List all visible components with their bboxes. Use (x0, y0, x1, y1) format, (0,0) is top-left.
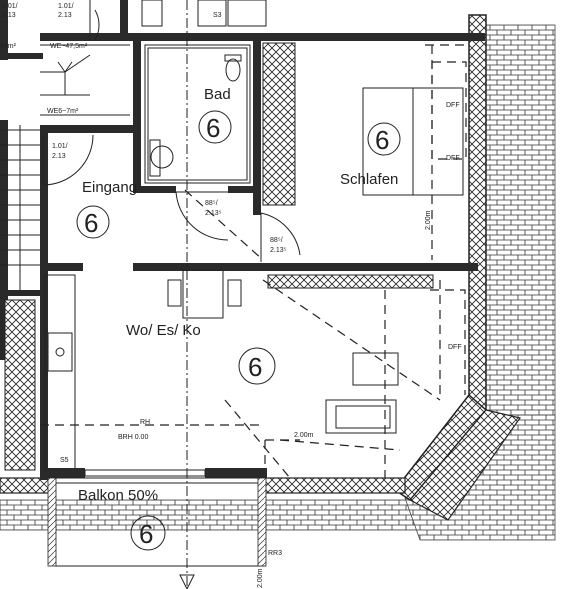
room-number-balkon: 6 (139, 519, 153, 549)
bad-bottom-wall (133, 186, 176, 193)
brick-pavement-bottom (0, 499, 421, 531)
dashed-roofline-9 (279, 439, 401, 451)
room-number-circle-wohnen (238, 347, 276, 385)
dashed-roofline-4 (430, 289, 466, 395)
top-wall-left (0, 0, 8, 60)
dashed-roofline-1 (184, 189, 264, 261)
area-we-small: WE6~7m² (47, 108, 79, 115)
shaft-s3 (197, 0, 227, 27)
area-left: 44m² (0, 43, 17, 50)
dim-door-left-2: 2.13 (52, 153, 66, 160)
bad-bottom-wall-r (228, 186, 261, 193)
dim-door-left-1: 1.01/ (52, 143, 68, 150)
balkon-rail-left (47, 477, 57, 567)
dim-top-mid-2: 2.13 (58, 12, 72, 19)
landing-top-left (40, 0, 130, 116)
room-number-wohnen: 6 (248, 352, 262, 382)
room-number-circle-bad (198, 110, 232, 144)
mid-wall-left (43, 263, 83, 271)
dim-top-left-1: 1.01/ (2, 3, 18, 10)
dashed-roofline-8 (224, 399, 291, 479)
dining-table (167, 269, 242, 319)
dim-bottom: 2.00m (257, 568, 264, 588)
wohnen-cabinet-strip (267, 274, 434, 289)
hall-top-wall (43, 125, 138, 133)
label-brh: BRH 0.00 (118, 434, 148, 441)
stub-wall-top (120, 0, 128, 40)
stairs (0, 125, 40, 290)
dim-door-bad-1: 88⁵/ (205, 200, 218, 207)
area-we: WE~47,5m² (50, 43, 88, 50)
coffee-table (352, 352, 399, 386)
bathroom-fixtures (141, 0, 267, 184)
label-s5: S5 (60, 457, 69, 464)
left-wall-eingang (40, 125, 48, 480)
bottom-exterior-wall (264, 477, 406, 494)
balkon-rail-right (257, 477, 267, 567)
bathtub-cabinet (227, 0, 267, 27)
room-label-wohnen: Wo/ Es/ Ko (126, 322, 201, 339)
balkon-area (45, 468, 267, 567)
bay-outer-wall (409, 409, 522, 521)
label-rr3: RR3 (268, 550, 282, 557)
stub-wall-top2 (0, 53, 43, 59)
brick-pavement-right (482, 24, 556, 421)
room-label-eingang: Eingang (82, 179, 137, 196)
left-outer-wall (0, 120, 8, 360)
room-label-balkon: Balkon 50% (78, 487, 158, 504)
dim-top-mid-1: 1.01/ (58, 3, 74, 10)
label-rh: RH (140, 419, 150, 426)
sofa (325, 399, 397, 434)
dashed-bedroom (425, 44, 465, 260)
dashed-roofline-2 (262, 279, 441, 401)
dim-door-bad-2: 2.13⁵ (205, 210, 222, 217)
mid-wall-center (133, 263, 478, 271)
room-number-schlafen: 6 (375, 125, 389, 155)
kitchen-counter (44, 274, 76, 471)
room-number-circle-balkon (130, 515, 166, 551)
dim-door-sch-2: 2.13⁵ (270, 247, 287, 254)
top-wall (40, 33, 485, 41)
schlafen-left-wall (253, 185, 261, 215)
dim-bedroom: 2.00m (425, 210, 432, 230)
door-bad (175, 191, 229, 241)
bottom-arrow (179, 574, 195, 589)
door-eingang (42, 134, 94, 186)
door-schlafen (260, 212, 301, 262)
left-cabinet (4, 299, 36, 471)
label-dff-2: DFF (446, 155, 460, 162)
room-number-circle-schlafen (367, 122, 401, 156)
room-number-bad: 6 (206, 113, 220, 143)
room-label-bad: Bad (204, 86, 231, 103)
sofa-back (335, 405, 391, 429)
dim-door-sch-1: 88⁵/ (270, 237, 283, 244)
label-dff-1: DFF (446, 102, 460, 109)
label-dff-3: DFF (448, 344, 462, 351)
dashed-roofline-5 (264, 439, 300, 478)
bad-left-wall (133, 33, 141, 193)
dim-top-left-2: 2.13 (2, 12, 16, 19)
stub-wall-left (0, 290, 43, 296)
bottom-left-wall (0, 477, 56, 494)
room-number-circle-eingang (76, 205, 110, 239)
dim-balkon: 2.00m (294, 432, 314, 439)
room-number-eingang: 6 (84, 208, 98, 238)
label-s3: S3 (213, 12, 222, 19)
right-exterior-wall (468, 14, 487, 411)
bad-right-wall (253, 33, 261, 193)
wardrobe-column (262, 42, 296, 206)
room-label-schlafen: Schlafen (340, 171, 398, 188)
